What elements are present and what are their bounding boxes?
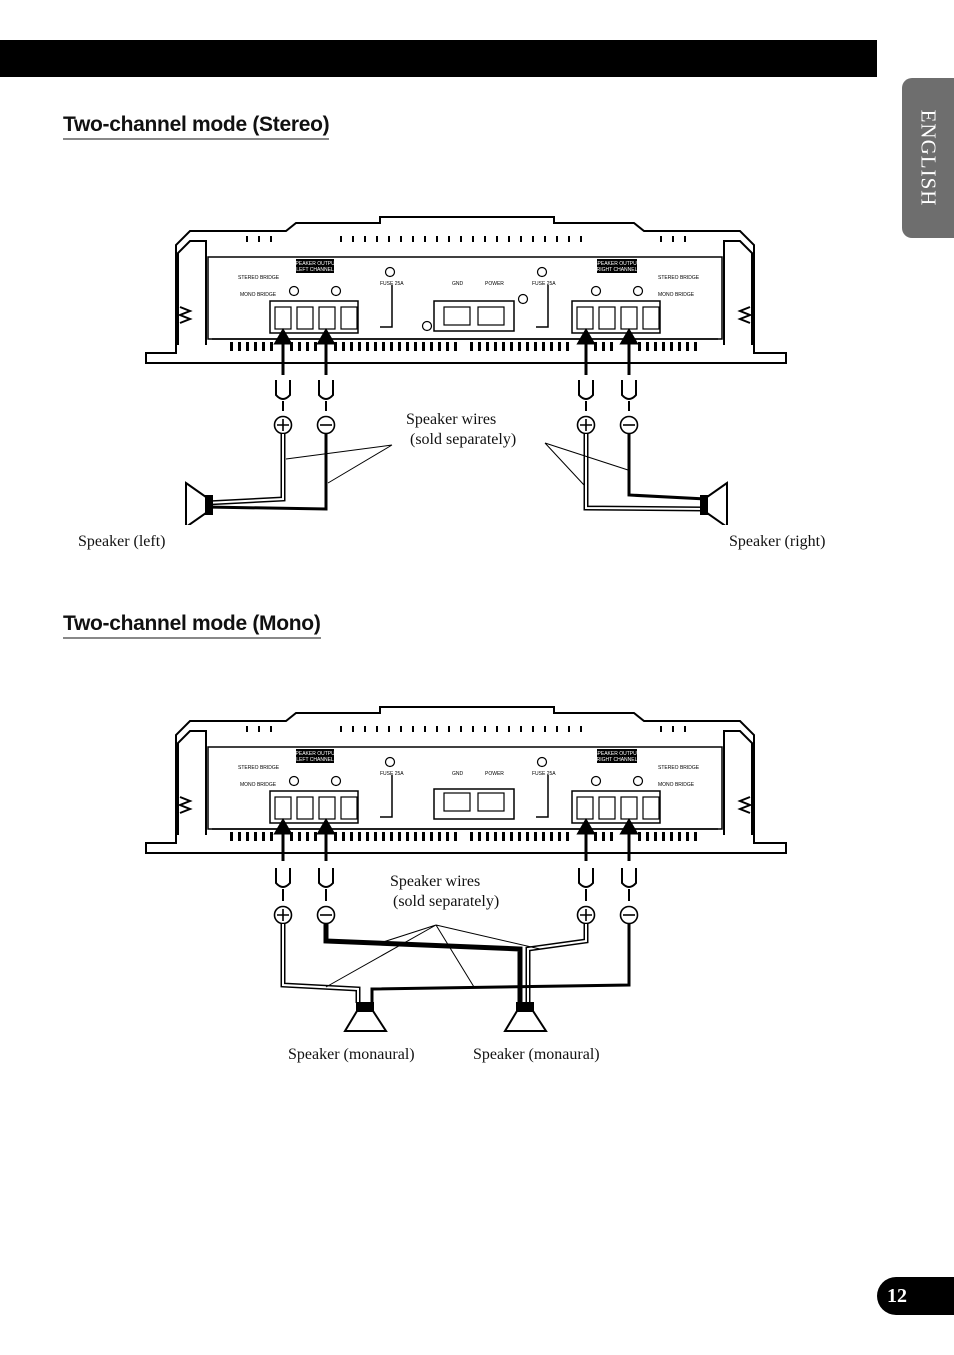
mono-power-label: POWER	[485, 771, 504, 777]
speaker-wires-mono	[280, 924, 631, 1003]
speaker-monaural-1-label: Speaker (monaural)	[288, 1046, 415, 1063]
left-channel-sublabel: LEFT CHANNEL	[296, 267, 334, 273]
mono-fuse-left-label: FUSE 25A	[380, 771, 404, 777]
amplifier-screws	[288, 266, 644, 332]
speaker-wires-stereo	[205, 434, 707, 512]
right-channel-sublabel: RIGHT CHANNEL	[597, 267, 638, 273]
speaker-left-icon	[185, 481, 213, 525]
amplifier-panel-labels: SPEAKER OUTPUT LEFT CHANNEL SPEAKER OUTP…	[238, 259, 700, 298]
amplifier-mono-terminals	[274, 792, 660, 820]
mono-polarity-symbols	[273, 905, 639, 925]
stereo-wires-sublabel: (sold separately)	[410, 431, 517, 448]
mono-gnd-label: GND	[452, 771, 464, 777]
mono-terminal-arrows	[273, 818, 639, 861]
language-tab-label: ENGLISH	[916, 109, 941, 207]
speaker-monaural-1-icon	[343, 1002, 388, 1032]
speaker-right-label: Speaker (right)	[729, 533, 826, 550]
mono-fuse-right-label: FUSE 25A	[532, 771, 556, 777]
amplifier-mono	[145, 706, 787, 854]
mono-left-channel-label: SPEAKER OUTPUT	[292, 751, 338, 757]
mono-stereo-bridge-left-label: STEREO BRIDGE	[238, 765, 280, 771]
amplifier-vents	[230, 236, 697, 351]
polarity-symbols	[273, 415, 639, 435]
mono-bridge-left-label: MONO BRIDGE	[240, 292, 277, 298]
mono-stereo-bridge-right-label: STEREO BRIDGE	[658, 765, 700, 771]
fuse-left-label: FUSE 25A	[380, 281, 404, 287]
page-number: 12	[877, 1277, 954, 1315]
amplifier-mono-panel-labels: SPEAKER OUTPUT LEFT CHANNEL SPEAKER OUTP…	[238, 749, 700, 788]
speaker-right-icon	[700, 481, 728, 525]
stereo-wires-label: Speaker wires	[406, 411, 497, 428]
mono-spade-connectors	[275, 868, 637, 901]
speaker-monaural-2-icon	[503, 1002, 548, 1032]
stereo-wiring-diagram: SPEAKER OUTPUT LEFT CHANNEL SPEAKER OUTP…	[145, 216, 787, 525]
left-channel-label: SPEAKER OUTPUT	[292, 261, 338, 267]
mono-wires-label: Speaker wires	[390, 873, 481, 890]
stereo-heading: Two-channel mode (Stereo)	[63, 113, 330, 140]
amplifier-mono-screws	[288, 756, 644, 787]
right-channel-label: SPEAKER OUTPUT	[594, 261, 640, 267]
mono-mono-bridge-left-label: MONO BRIDGE	[240, 782, 277, 788]
power-label: POWER	[485, 281, 504, 287]
amplifier-stereo	[145, 216, 787, 364]
mono-right-channel-label: SPEAKER OUTPUT	[594, 751, 640, 757]
language-tab: ENGLISH	[902, 78, 954, 238]
amplifier-terminals	[274, 306, 660, 330]
mono-wiring-diagram: SPEAKER OUTPUT LEFT CHANNEL SPEAKER OUTP…	[145, 706, 787, 1032]
mono-mono-bridge-right-label: MONO BRIDGE	[658, 782, 695, 788]
amplifier-mono-vents	[230, 726, 697, 841]
stereo-bridge-right-label: STEREO BRIDGE	[658, 275, 700, 281]
speaker-left-label: Speaker (left)	[78, 533, 166, 550]
fuse-right-label: FUSE 25A	[532, 281, 556, 287]
speaker-monaural-2-label: Speaker (monaural)	[473, 1046, 600, 1063]
gnd-label: GND	[452, 281, 464, 287]
mono-left-channel-sublabel: LEFT CHANNEL	[296, 757, 334, 763]
stereo-bridge-left-label: STEREO BRIDGE	[238, 275, 280, 281]
mono-bridge-right-label: MONO BRIDGE	[658, 292, 695, 298]
header-bar	[0, 40, 877, 77]
mono-heading: Two-channel mode (Mono)	[63, 612, 321, 639]
terminal-arrows	[273, 328, 639, 375]
mono-right-channel-sublabel: RIGHT CHANNEL	[597, 757, 638, 763]
spade-connectors	[275, 380, 637, 411]
mono-wires-sublabel: (sold separately)	[393, 893, 500, 910]
